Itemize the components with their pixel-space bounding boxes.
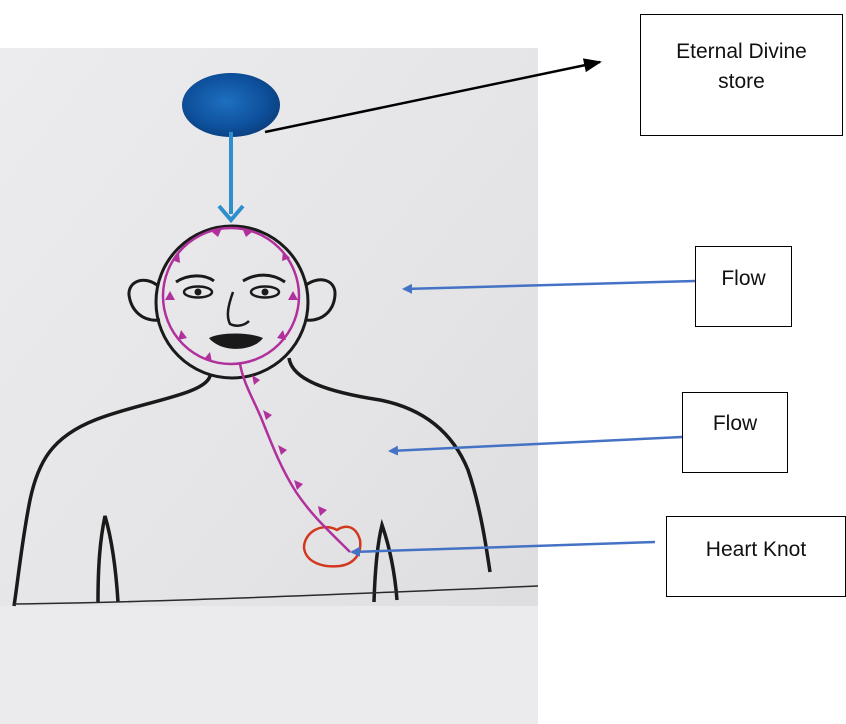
flow-body-label-box: Flow <box>682 392 788 473</box>
heart-knot-label-box: Heart Knot <box>666 516 846 597</box>
left-pupil <box>195 289 202 296</box>
heart-knot-label: Heart Knot <box>706 535 806 565</box>
table-strip <box>0 606 538 724</box>
right-pupil <box>262 289 269 296</box>
flow-head-label-box: Flow <box>695 246 792 327</box>
flow-body-label: Flow <box>713 409 757 439</box>
divine-sphere <box>182 73 280 137</box>
eternal-divine-store-label-box: Eternal Divine store <box>640 14 843 136</box>
flow-head-label: Flow <box>721 264 765 294</box>
eternal-divine-store-label: Eternal Divine store <box>676 37 807 97</box>
